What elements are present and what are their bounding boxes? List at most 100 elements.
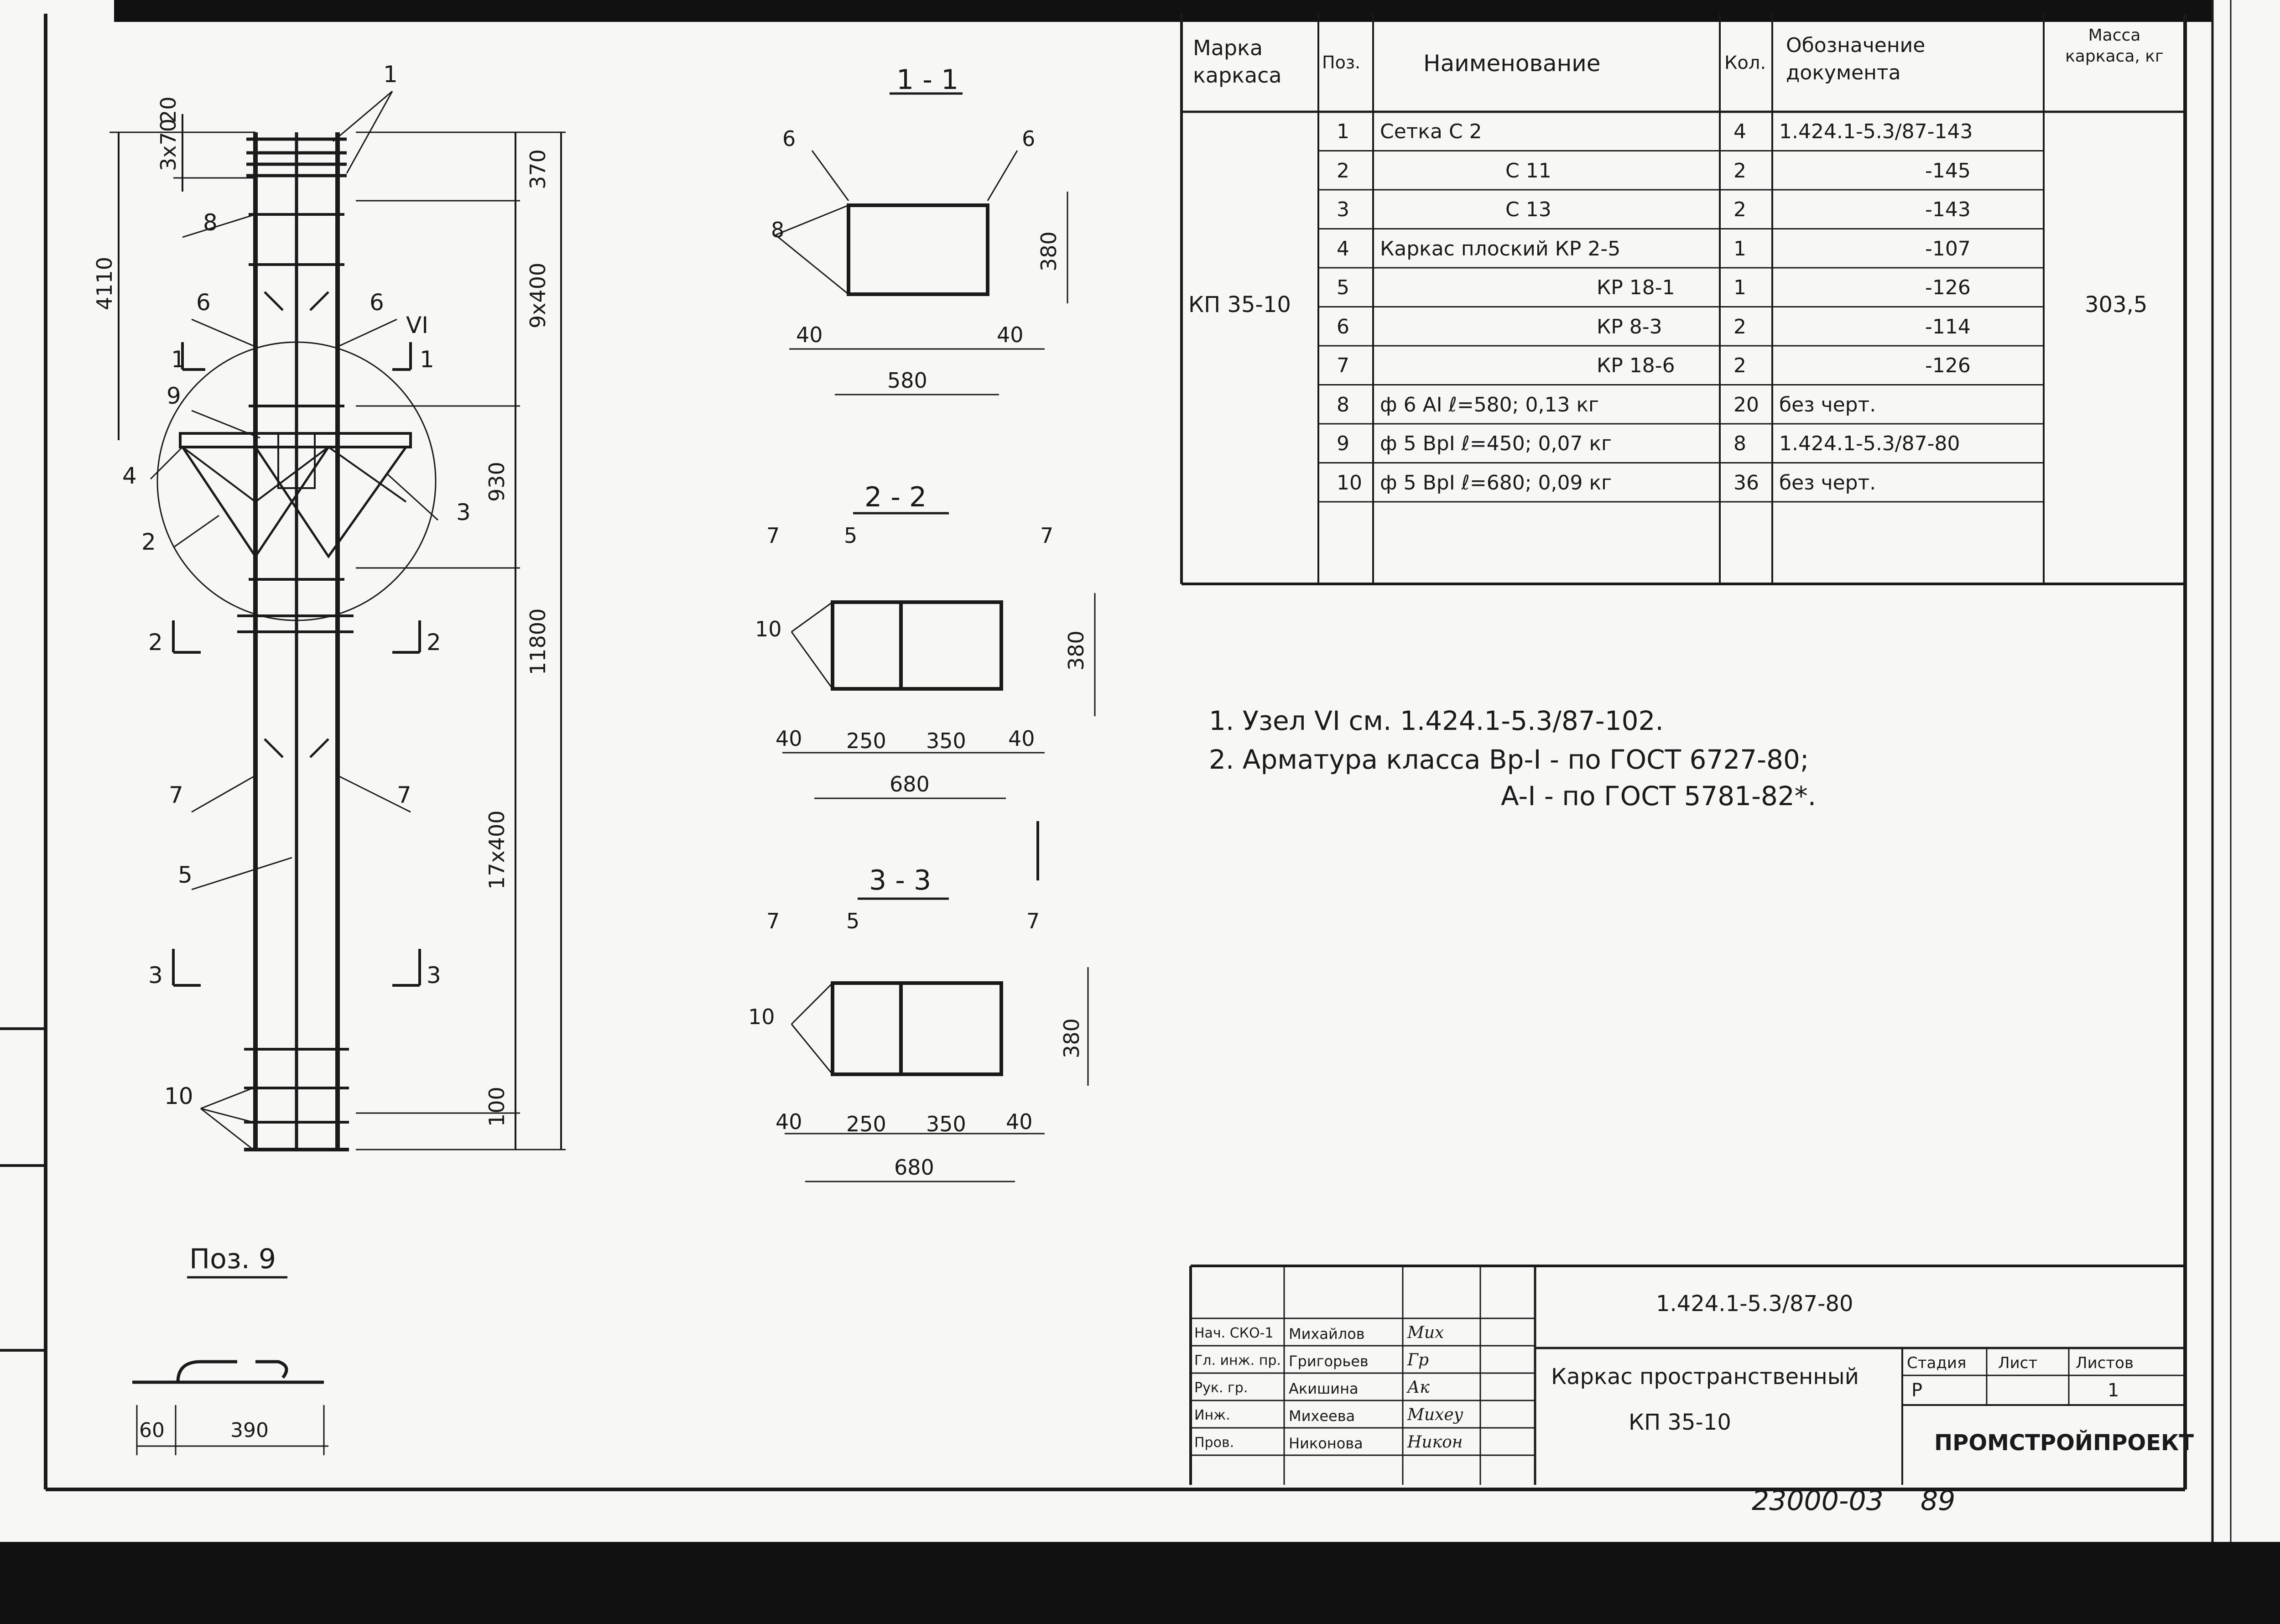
dim-930: 930 [484,462,509,502]
sec3-callout-10: 10 [748,1005,775,1029]
spec-doc: -126 [1925,354,1971,377]
spec-name: ф 5 ВрI ℓ=450; 0,07 кг [1380,432,1612,455]
section-3-title: 3 - 3 [869,864,931,896]
sec3-dim-40a: 40 [776,1109,802,1134]
spec-qty: 1 [1733,276,1746,299]
callout-9: 9 [167,383,181,409]
signature: Михеу [1407,1405,1463,1424]
section-1-frame [847,203,989,296]
sec2-dim-40b: 40 [1008,726,1035,751]
dim-11800: 11800 [526,609,550,675]
truss [327,446,407,557]
leader [200,1108,254,1123]
note-2: 2. Арматура класса Вр-I - по ГОСТ 6727-8… [1209,744,1809,775]
spec-pos: 6 [1337,315,1349,338]
callout-1: 1 [383,61,398,88]
section-mark-2-right: 2 [427,629,441,656]
spec-qty: 2 [1733,315,1746,338]
spec-pos: 8 [1337,393,1349,416]
leader [150,446,183,480]
signature: Мих [1407,1323,1444,1342]
callout-3: 3 [456,499,471,526]
callout-2: 2 [141,529,156,555]
leader [387,474,439,521]
bottom-scan-edge [0,1542,2280,1624]
header-doc: Обозначение документа [1786,34,1926,84]
role-name: Григорьев [1289,1353,1369,1370]
dim-9x400: 9x400 [526,263,550,328]
section-mark-1-left: 1 [171,346,186,373]
spec-doc: 1.424.1-5.3/87-143 [1779,120,1973,143]
role-label: Пров. [1194,1435,1234,1451]
stage-label: Стадия [1907,1354,1967,1372]
leader [791,601,833,633]
section-1-title: 1 - 1 [896,64,958,96]
section-mark-3-right: 3 [427,962,441,989]
leader [191,410,260,439]
spec-row-lines [1318,150,2044,503]
spec-pos: 7 [1337,354,1349,377]
section-mark-2-left: 2 [148,629,163,656]
sec1-right: 40 [997,323,1024,347]
sheets-value: 1 [2108,1380,2119,1401]
tick [264,738,284,758]
truss [182,446,407,503]
spec-doc: -145 [1925,159,1971,182]
sec1-callout-6-left: 6 [782,126,796,151]
dim-3x70: 3x70 [156,119,181,171]
spec-doc: -114 [1925,315,1971,338]
spec-pos: 5 [1337,276,1349,299]
callout-7-right: 7 [397,782,411,808]
section-1-1 [775,92,1068,396]
spec-table [1180,14,2185,585]
archive-number: 23000-03 [1752,1485,1884,1517]
leader [775,204,849,236]
spec-qty: 2 [1733,198,1746,221]
role-label: Рук. гр. [1194,1380,1248,1396]
section-2-frame [831,600,1003,691]
page-number: 89 [1921,1485,1956,1517]
spec-name: Каркас плоский КР 2-5 [1380,237,1621,260]
sec3-total: 680 [894,1155,934,1180]
pos9-dim-60: 60 [139,1419,165,1442]
role-name: Михеева [1289,1407,1355,1425]
leader [200,1108,254,1150]
spec-qty: 8 [1733,432,1746,455]
section-3-3 [785,821,1089,1182]
spec-name: Сетка С 2 [1380,120,1482,143]
drawing-subtitle: КП 35-10 [1629,1410,1731,1435]
leader [191,857,292,890]
cage-elevation [109,90,566,1151]
sec2-callout-7-left: 7 [766,523,780,548]
tick [309,291,329,311]
pos9-detail [132,1276,328,1455]
dim-4110: 4110 [92,257,117,310]
sec3-height: 380 [1059,1018,1084,1058]
pos9-title: Поз. 9 [189,1243,276,1275]
spec-doc: 1.424.1-5.3/87-80 [1779,432,1960,455]
sec3-dim-40b: 40 [1006,1109,1033,1134]
sec1-height: 380 [1036,231,1061,271]
sec3-callout-7-left: 7 [766,909,780,933]
spec-qty: 2 [1733,354,1746,377]
sec2-dim-350: 350 [926,729,966,753]
role-name: Никонова [1289,1435,1363,1452]
sec2-dim-250: 250 [846,729,886,753]
header-mark: Марка каркаса [1193,36,1282,88]
sec2-total: 680 [890,772,930,796]
sec3-callout-5: 5 [846,909,859,933]
leader [987,150,1018,201]
callout-10: 10 [164,1083,193,1109]
signature: Гр [1407,1351,1429,1369]
top-scan-edge [114,0,2212,22]
section-3-frame [831,981,1003,1076]
sec2-dim-40a: 40 [776,726,802,751]
truss [181,446,257,557]
spec-name: КР 8-3 [1597,315,1662,338]
spec-name: КР 18-1 [1597,276,1675,299]
leader [333,90,393,142]
leader [791,982,833,1025]
node-mark: VI [406,312,428,338]
role-label: Инж. [1194,1407,1230,1423]
